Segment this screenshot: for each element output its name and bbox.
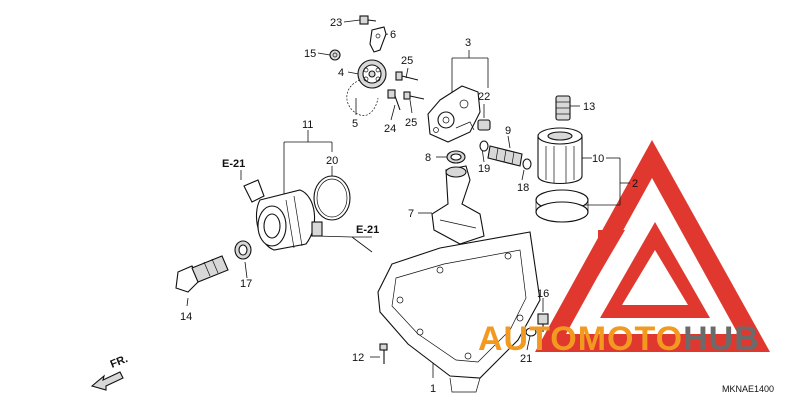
oil-pipe-9 — [487, 145, 523, 167]
watermark-text-auto: AUTO — [478, 320, 578, 358]
label-part-4: 4 — [338, 67, 344, 79]
label-part-16: 16 — [537, 288, 549, 300]
bolt-15 — [329, 49, 341, 61]
label-ref-e21-left: E-21 — [222, 158, 245, 170]
watermark-text: AUTOMOTOHUB — [478, 320, 760, 358]
bolt-24 — [387, 89, 401, 111]
label-part-25-upper: 25 — [401, 55, 413, 67]
label-part-9: 9 — [505, 125, 511, 137]
label-part-8: 8 — [425, 152, 431, 164]
drain-bolt-16 — [537, 313, 549, 332]
label-ref-e21-right: E-21 — [356, 224, 379, 236]
washer-21 — [525, 327, 537, 337]
label-part-23: 23 — [330, 17, 342, 29]
oil-pan-1 — [377, 231, 541, 393]
label-part-24: 24 — [384, 123, 396, 135]
part-number-labels: 1 2 3 4 5 6 7 8 9 10 11 12 13 14 15 16 1… — [180, 17, 638, 395]
seal-8 — [446, 150, 466, 164]
label-part-2: 2 — [632, 178, 638, 190]
bolt-14 — [175, 255, 229, 293]
front-direction-arrow-icon — [90, 371, 124, 391]
bolt-23 — [359, 15, 377, 25]
label-part-19: 19 — [478, 163, 490, 175]
drive-chain-5 — [346, 79, 379, 116]
o-ring-20 — [313, 175, 351, 221]
label-part-18: 18 — [517, 182, 529, 194]
bolt-25-lower — [403, 91, 425, 100]
watermark-wordmark: AUTOMOTOHUB — [478, 320, 760, 358]
label-part-21: 21 — [520, 353, 532, 365]
reference-labels: E-21 E-21 — [222, 158, 379, 236]
dowel-pin-22 — [477, 119, 491, 131]
oil-pump-body-3 — [427, 85, 481, 143]
label-part-15: 15 — [304, 48, 316, 60]
o-ring-19 — [479, 140, 489, 152]
bolt-25-upper — [395, 71, 419, 81]
label-part-14: 14 — [180, 311, 192, 323]
label-part-22: 22 — [478, 91, 490, 103]
label-diagram-code: MKNAE1400 — [722, 384, 774, 394]
o-ring-18 — [522, 158, 532, 170]
label-part-20: 20 — [326, 155, 338, 167]
chain-guide-6 — [369, 26, 387, 53]
label-part-25-lower: 25 — [405, 117, 417, 129]
oil-strainer-7 — [431, 165, 485, 245]
label-part-7: 7 — [408, 208, 414, 220]
oil-cooler-11 — [243, 179, 323, 251]
label-part-3: 3 — [465, 37, 471, 49]
bolt-12 — [379, 343, 388, 364]
stud-13 — [555, 95, 571, 121]
label-part-6: 6 — [390, 29, 396, 41]
label-part-13: 13 — [583, 101, 595, 113]
label-front-direction: FR. — [109, 353, 130, 371]
label-part-5: 5 — [352, 118, 358, 130]
filter-housing-2 — [535, 189, 589, 223]
sprocket-4 — [357, 59, 387, 89]
watermark-text-moto: MOTO — [578, 320, 683, 358]
label-part-17: 17 — [240, 278, 252, 290]
label-part-11: 11 — [302, 119, 313, 131]
watermark-triangle-logo — [535, 140, 770, 352]
watermark-text-hub: HUB — [683, 320, 760, 358]
washer-17 — [234, 240, 252, 260]
oil-filter-10 — [537, 127, 583, 185]
label-part-1: 1 — [430, 383, 436, 395]
label-part-10: 10 — [592, 153, 604, 165]
label-part-12: 12 — [352, 352, 364, 364]
